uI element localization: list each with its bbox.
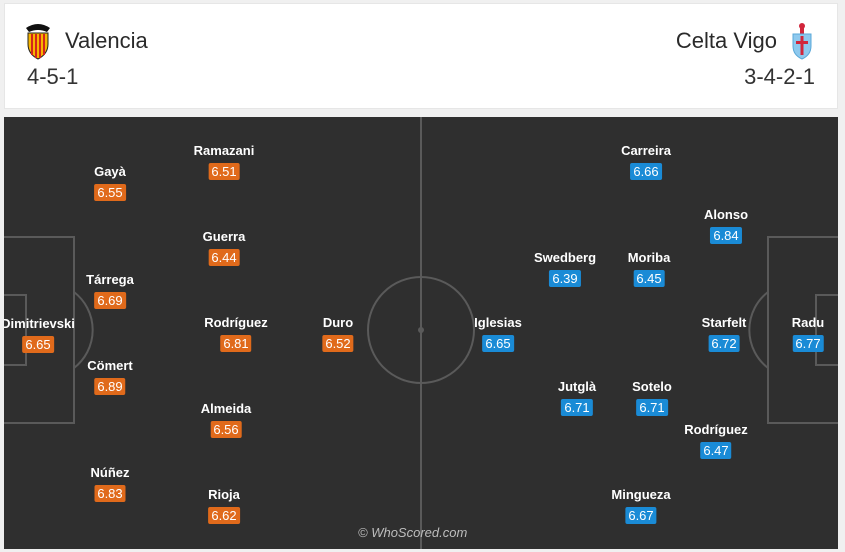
home-player[interactable]: Tárrega 6.69 [86, 272, 134, 310]
player-name: Carreira [621, 143, 671, 158]
away-player[interactable]: Iglesias 6.65 [474, 315, 522, 353]
away-player[interactable]: Radu 6.77 [791, 315, 825, 353]
player-name: Cömert [87, 358, 133, 373]
player-rating: 6.81 [220, 335, 252, 352]
player-name: Moriba [627, 250, 671, 265]
player-rating: 6.47 [700, 442, 732, 459]
player-rating: 6.71 [636, 399, 668, 416]
player-rating: 6.45 [633, 270, 665, 287]
away-player[interactable]: Moriba 6.45 [627, 250, 671, 288]
player-rating: 6.65 [22, 336, 54, 353]
home-player[interactable]: Ramazani 6.51 [193, 143, 255, 181]
away-formation: 3-4-2-1 [744, 64, 815, 89]
player-rating: 6.65 [482, 335, 514, 352]
player-rating: 6.67 [625, 507, 657, 524]
home-player[interactable]: Núñez 6.83 [91, 465, 130, 503]
away-team[interactable]: Celta Vigo [676, 22, 817, 60]
home-formation: 4-5-1 [27, 64, 79, 89]
player-name: Iglesias [474, 315, 522, 330]
away-player[interactable]: Sotelo 6.71 [632, 379, 672, 417]
player-name: Guerra [202, 229, 246, 244]
player-rating: 6.55 [94, 184, 126, 201]
player-name: Starfelt [701, 315, 747, 330]
home-team[interactable]: Valencia [23, 22, 148, 60]
player-name: Alonso [703, 207, 749, 222]
player-name: Duro [322, 315, 354, 330]
player-name: Radu [791, 315, 825, 330]
pitch-markings [4, 117, 838, 549]
away-player[interactable]: Rodríguez 6.47 [684, 422, 748, 460]
home-player[interactable]: Duro 6.52 [322, 315, 354, 353]
home-player[interactable]: Rodríguez 6.81 [204, 315, 268, 353]
player-name: Gayà [94, 164, 126, 179]
match-header: Valencia 4-5-1 Celta Vigo 3-4-2-1 [4, 3, 838, 109]
away-player[interactable]: Alonso 6.84 [704, 207, 748, 245]
player-rating: 6.66 [630, 163, 662, 180]
celta-vigo-cross-crest-icon [792, 23, 812, 60]
player-name: Mingueza [611, 487, 671, 502]
home-player[interactable]: Almeida 6.56 [200, 401, 252, 439]
player-rating: 6.56 [210, 421, 242, 438]
player-name: Sotelo [632, 379, 672, 394]
away-player[interactable]: Swedberg 6.39 [534, 250, 596, 288]
player-name: Almeida [200, 401, 252, 416]
away-player[interactable]: Jutglà 6.71 [558, 379, 596, 417]
player-rating: 6.83 [94, 485, 126, 502]
player-name: Jutglà [557, 379, 597, 394]
player-rating: 6.72 [708, 335, 740, 352]
home-player[interactable]: Gayà 6.55 [94, 164, 126, 202]
home-player[interactable]: Guerra 6.44 [202, 229, 246, 267]
away-player[interactable]: Mingueza 6.67 [611, 487, 671, 525]
player-rating: 6.62 [208, 507, 240, 524]
player-name: Rioja [208, 487, 240, 502]
home-team-name: Valencia [65, 28, 148, 53]
player-rating: 6.89 [94, 378, 126, 395]
player-name: Dimitrievski [4, 316, 75, 331]
home-player[interactable]: Rioja 6.62 [208, 487, 240, 525]
valencia-bat-crest-icon [26, 24, 50, 60]
player-name: Swedberg [533, 250, 597, 265]
player-rating: 6.39 [549, 270, 581, 287]
player-rating: 6.51 [208, 163, 240, 180]
home-player[interactable]: Cömert 6.89 [87, 358, 133, 396]
pitch: Dimitrievski 6.65 Gayà 6.55 Tárrega 6.69 Cö… [4, 117, 838, 549]
away-player[interactable]: Starfelt 6.72 [701, 315, 747, 353]
player-rating: 6.69 [94, 292, 126, 309]
player-name: Tárrega [86, 272, 134, 287]
player-rating: 6.71 [561, 399, 593, 416]
player-rating: 6.77 [792, 335, 824, 352]
player-name: Rodríguez [684, 422, 748, 437]
whoscored-watermark: © WhoScored.com [358, 525, 468, 540]
player-rating: 6.44 [208, 249, 240, 266]
player-rating: 6.84 [710, 227, 742, 244]
away-player[interactable]: Carreira 6.66 [621, 143, 671, 181]
away-team-name: Celta Vigo [675, 28, 777, 53]
home-player[interactable]: Dimitrievski 6.65 [4, 316, 75, 354]
player-name: Núñez [90, 465, 130, 480]
player-name: Ramazani [193, 143, 255, 158]
player-rating: 6.52 [322, 335, 354, 352]
player-name: Rodríguez [204, 315, 268, 330]
